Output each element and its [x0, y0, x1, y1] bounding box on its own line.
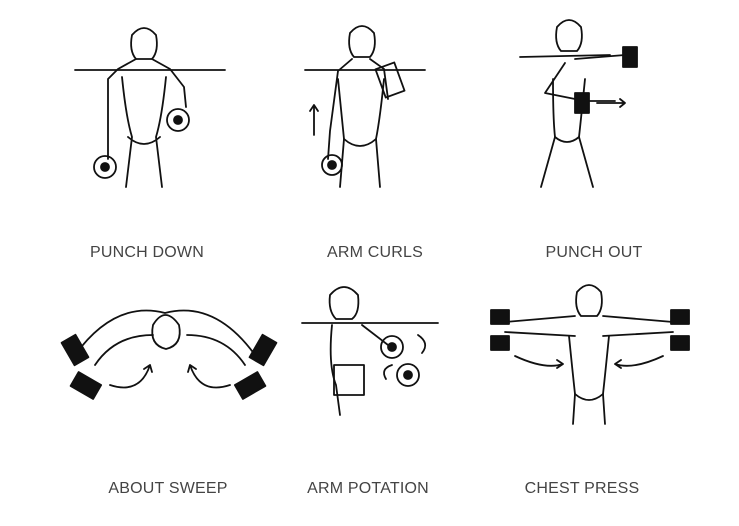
exercise-label-about-sweep: ABOUT SWEEP — [108, 480, 228, 497]
punch-out-illustration — [515, 15, 675, 195]
punch-down-illustration — [70, 15, 230, 195]
exercise-label-punch-down: PUNCH DOWN — [90, 244, 204, 261]
exercise-label-arm-curls: ARM CURLS — [326, 244, 424, 261]
chest-press-illustration — [485, 280, 695, 430]
about-sweep-illustration — [55, 295, 285, 415]
arm-curls-illustration — [300, 15, 430, 195]
exercise-label-punch-out: PUNCH OUT — [545, 244, 643, 261]
exercise-label-chest-press: CHEST PRESS — [524, 480, 640, 497]
arm-potation-illustration — [300, 275, 440, 425]
exercise-label-arm-potation: ARM POTATION — [307, 480, 429, 497]
